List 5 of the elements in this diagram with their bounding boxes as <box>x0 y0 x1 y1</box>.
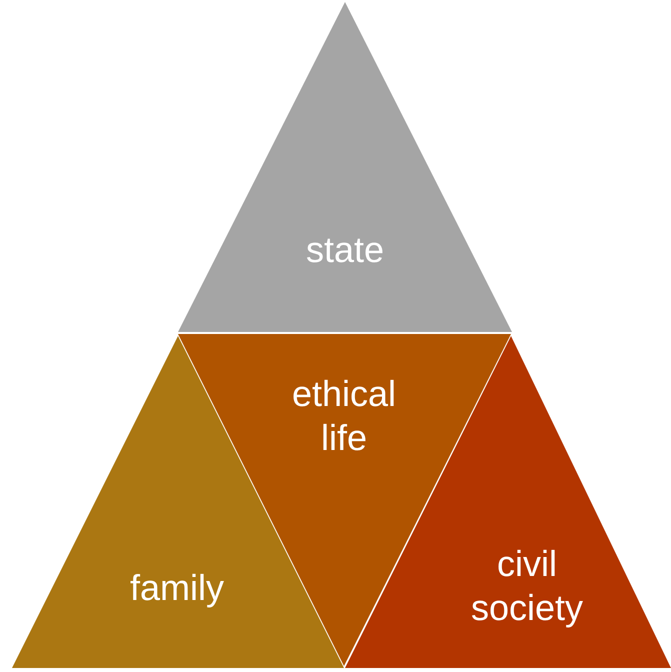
triangle-shape <box>178 2 512 332</box>
triangle-label: state <box>304 228 386 272</box>
triangle-label: civil society <box>470 542 584 630</box>
triangle-label: family <box>128 566 225 610</box>
triangle-label: ethical life <box>290 372 398 460</box>
